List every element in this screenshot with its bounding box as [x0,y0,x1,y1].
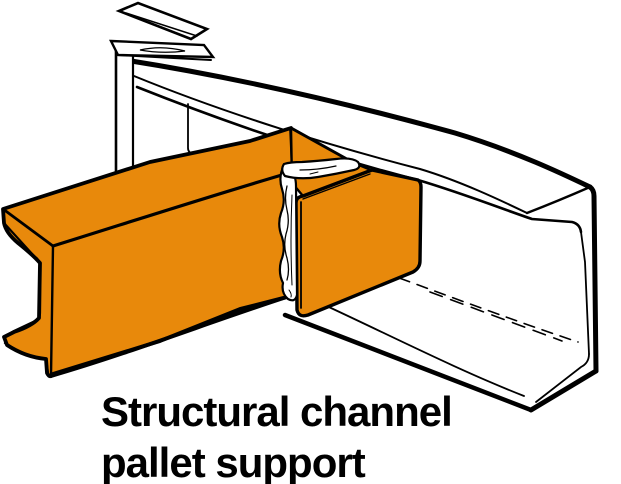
channel-far-top-edge [289,126,356,165]
post-cap-inner-line [125,12,198,37]
weld-bead [278,157,361,302]
weld-ripple-4 [309,171,319,175]
beam-top-front-edge [133,75,528,214]
beam-connector-bracket [109,39,216,59]
beam-end-face-inner-right [580,231,590,355]
weld-ripple-3 [299,165,337,171]
beam-end-top-edge [525,185,592,215]
caption-line-1: Structural channel [101,388,453,435]
weld-ripple-5 [288,289,292,298]
beam-interior-dashed-line-2 [429,291,563,342]
channel-bottom-flange-edge [3,341,50,376]
post-front-face [116,42,133,176]
beam-front-lip-edge [135,85,583,234]
structural-channel-pallet-support [1,126,295,379]
caption-line-2: pallet support [101,439,366,484]
channel-end-top-edge [1,207,55,248]
weld-ripple-1 [284,185,290,281]
channel-web-front-edge [49,244,55,378]
weld-ripple-2 [290,194,293,286]
beam-bottom-front-edge [282,312,534,413]
caption: Structural channel pallet support [101,386,453,484]
post-cap-plate [115,1,210,41]
beam-end-bottom-edge [528,368,599,413]
bracket-under-edge [116,54,212,61]
channel-cavity-profile [2,221,42,339]
beam-end-face-inner-bottom [535,353,590,403]
channel-front-top-edge [51,170,294,248]
channel-far-end-top-line [302,173,371,200]
weld-bead-vertical [278,163,299,302]
channel-web-bottom-edge [49,295,289,378]
beam-end-right-edge [587,184,599,374]
beam-top-back-edge [122,57,593,190]
channel-body [1,126,295,379]
bracket-slot-detail [139,47,186,53]
channel-far-end [294,168,423,318]
